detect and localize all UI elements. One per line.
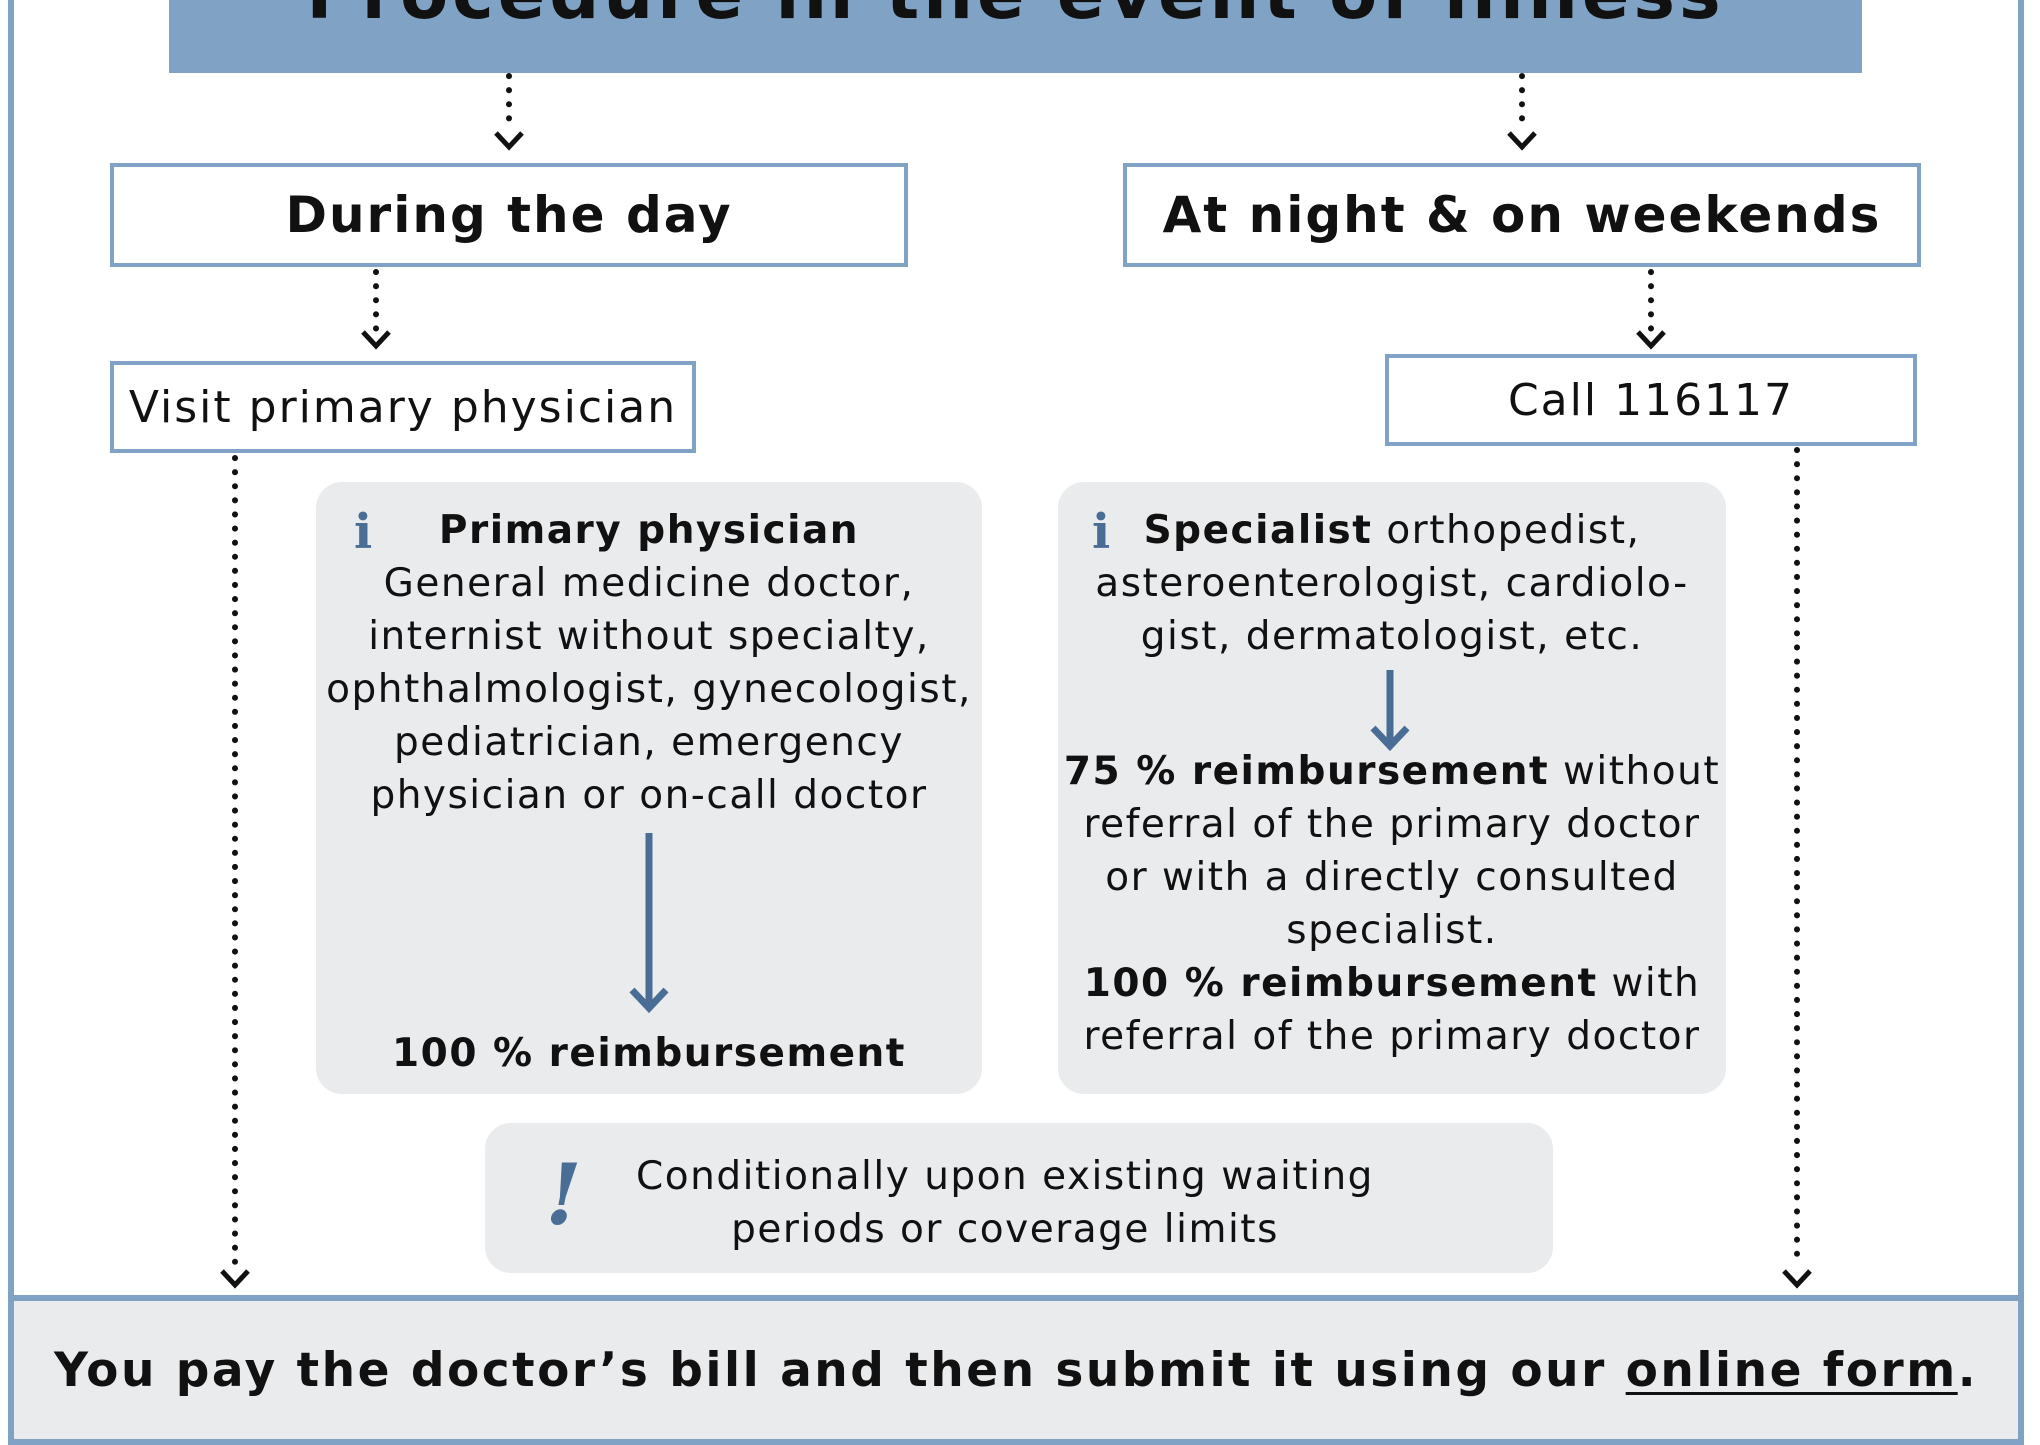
primary-physician-line-4: pediatrician, emergency [394, 720, 904, 765]
specialist-75-line-3: specialist. [1286, 908, 1498, 953]
specialist-line-2: gist, dermatologist, etc. [1140, 614, 1644, 659]
online-form-link[interactable]: online form [1625, 1342, 1958, 1398]
night-weekends-box: At night & on weekends [1123, 163, 1921, 267]
visit-primary-physician-box: Visit primary physician [110, 361, 696, 453]
primary-physician-line-3: ophthalmologist, gynecologist, [326, 667, 972, 712]
primary-physician-line-1: General medicine doctor, [383, 561, 915, 606]
night-weekends-heading: At night & on weekends [1162, 186, 1882, 244]
specialist-75-line-1: referral of the primary doctor [1083, 802, 1701, 847]
info-icon: i [1092, 504, 1111, 560]
call-116117-label: Call 116117 [1507, 374, 1795, 426]
specialist-75-rest: without [1549, 749, 1721, 794]
specialist-100-rest: with [1597, 961, 1701, 1006]
info-icon: i [354, 504, 373, 560]
specialist-100-reimbursement: 100 % reimbursement [1083, 961, 1598, 1006]
specialist-line-1: asteroenterologist, cardiolo- [1095, 561, 1689, 606]
specialist-100-line: referral of the primary doctor [1083, 1014, 1701, 1059]
waiting-period-note: ! Conditionally upon existing waiting pe… [485, 1123, 1553, 1273]
title-bar: Procedure in the event of illness [169, 0, 1862, 73]
primary-physician-panel: i Primary physician General medicine doc… [316, 482, 982, 1094]
primary-reimbursement-label: 100 % reimbursement [392, 1031, 906, 1076]
footer-banner: You pay the doctor’s bill and then submi… [8, 1295, 2024, 1445]
exclamation-icon: ! [545, 1145, 582, 1244]
primary-physician-title: Primary physician [438, 508, 860, 553]
during-the-day-box: During the day [110, 163, 908, 267]
primary-physician-line-5: physician or on-call doctor [370, 773, 928, 818]
page-title: Procedure in the event of illness [306, 0, 1724, 29]
during-the-day-heading: During the day [285, 186, 733, 244]
primary-physician-line-2: internist without specialty, [368, 614, 930, 659]
call-116117-box: Call 116117 [1385, 354, 1917, 446]
visit-primary-physician-label: Visit primary physician [128, 381, 678, 433]
footer-period: . [1957, 1342, 1979, 1398]
specialist-75-reimbursement: 75 % reimbursement [1063, 749, 1550, 794]
specialist-panel: i Specialist orthopedist, asteroenterolo… [1058, 482, 1726, 1094]
footer-text: You pay the doctor’s bill and then submi… [53, 1342, 1626, 1398]
specialist-title-rest: orthopedist, [1372, 508, 1641, 553]
note-line-2: periods or coverage limits [731, 1207, 1279, 1252]
specialist-title: Specialist [1143, 508, 1373, 553]
note-line-1: Conditionally upon existing waiting [636, 1154, 1374, 1199]
specialist-75-line-2: or with a directly consulted [1105, 855, 1679, 900]
